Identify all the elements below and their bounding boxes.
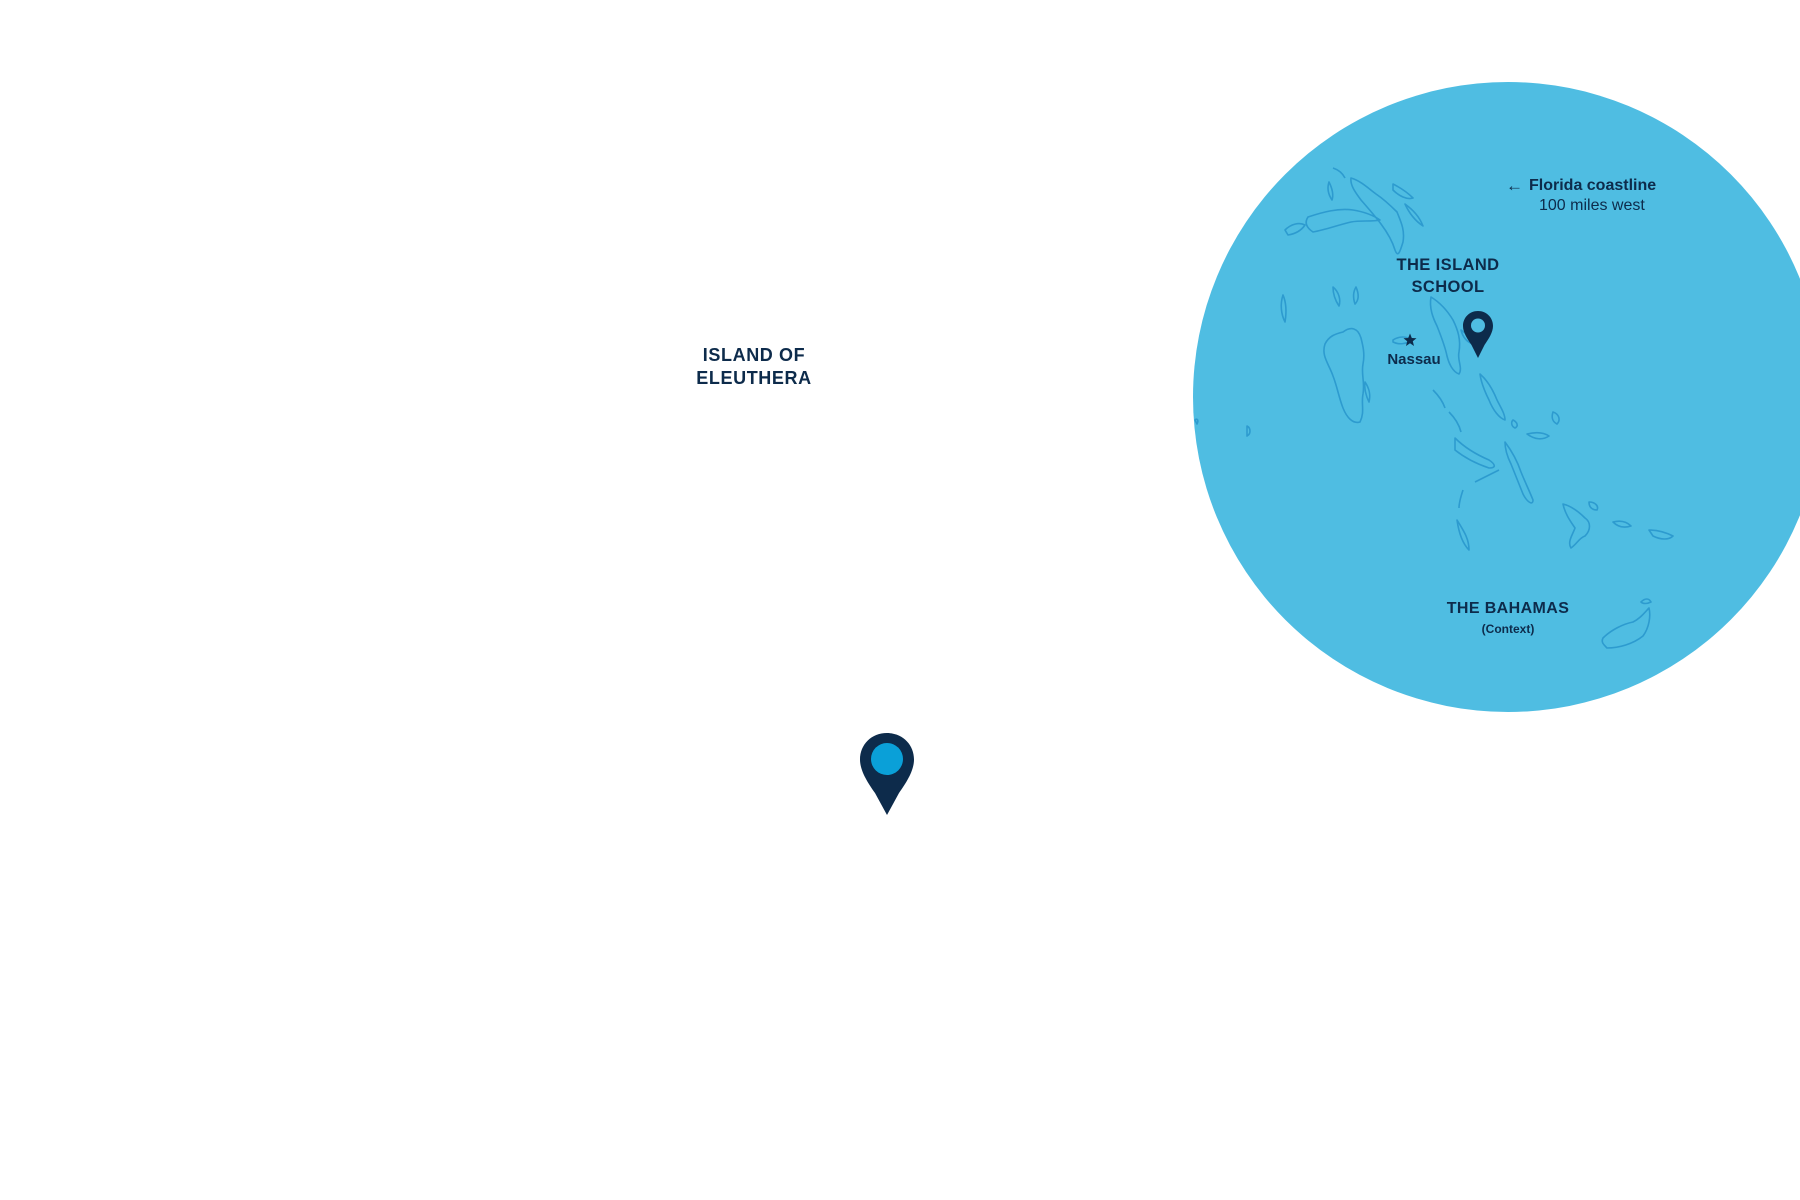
florida-coastline-label: ← Florida coastline 100 miles west [1506, 176, 1706, 216]
bahamas-inset-map: ← Florida coastline 100 miles west THE I… [1193, 82, 1800, 712]
main-label-line-2: ELEUTHERA [696, 368, 812, 388]
map-pin-icon[interactable] [1462, 310, 1494, 360]
island-school-label: THE ISLAND SCHOOL [1393, 254, 1503, 298]
bahamas-islands-outline [1194, 167, 1674, 649]
bahamas-subtitle: (Context) [1481, 622, 1535, 636]
map-pin-icon[interactable] [858, 731, 916, 817]
florida-coastline-text: Florida coastline [1529, 177, 1657, 194]
the-bahamas-label: THE BAHAMAS (Context) [1413, 600, 1603, 636]
nassau-label: Nassau [1387, 351, 1441, 368]
arrow-left-icon: ← [1506, 176, 1523, 195]
inset-ocean-circle [1193, 82, 1800, 712]
school-label-line-1: THE ISLAND [1396, 256, 1500, 274]
school-label-line-2: SCHOOL [1411, 278, 1485, 296]
island-of-eleuthera-label: ISLAND OF ELEUTHERA [654, 344, 854, 390]
star-icon [1403, 333, 1417, 346]
main-label-line-1: ISLAND OF [702, 345, 806, 365]
florida-distance-text: 100 miles west [1539, 197, 1645, 214]
bahamas-title: THE BAHAMAS [1446, 600, 1570, 617]
